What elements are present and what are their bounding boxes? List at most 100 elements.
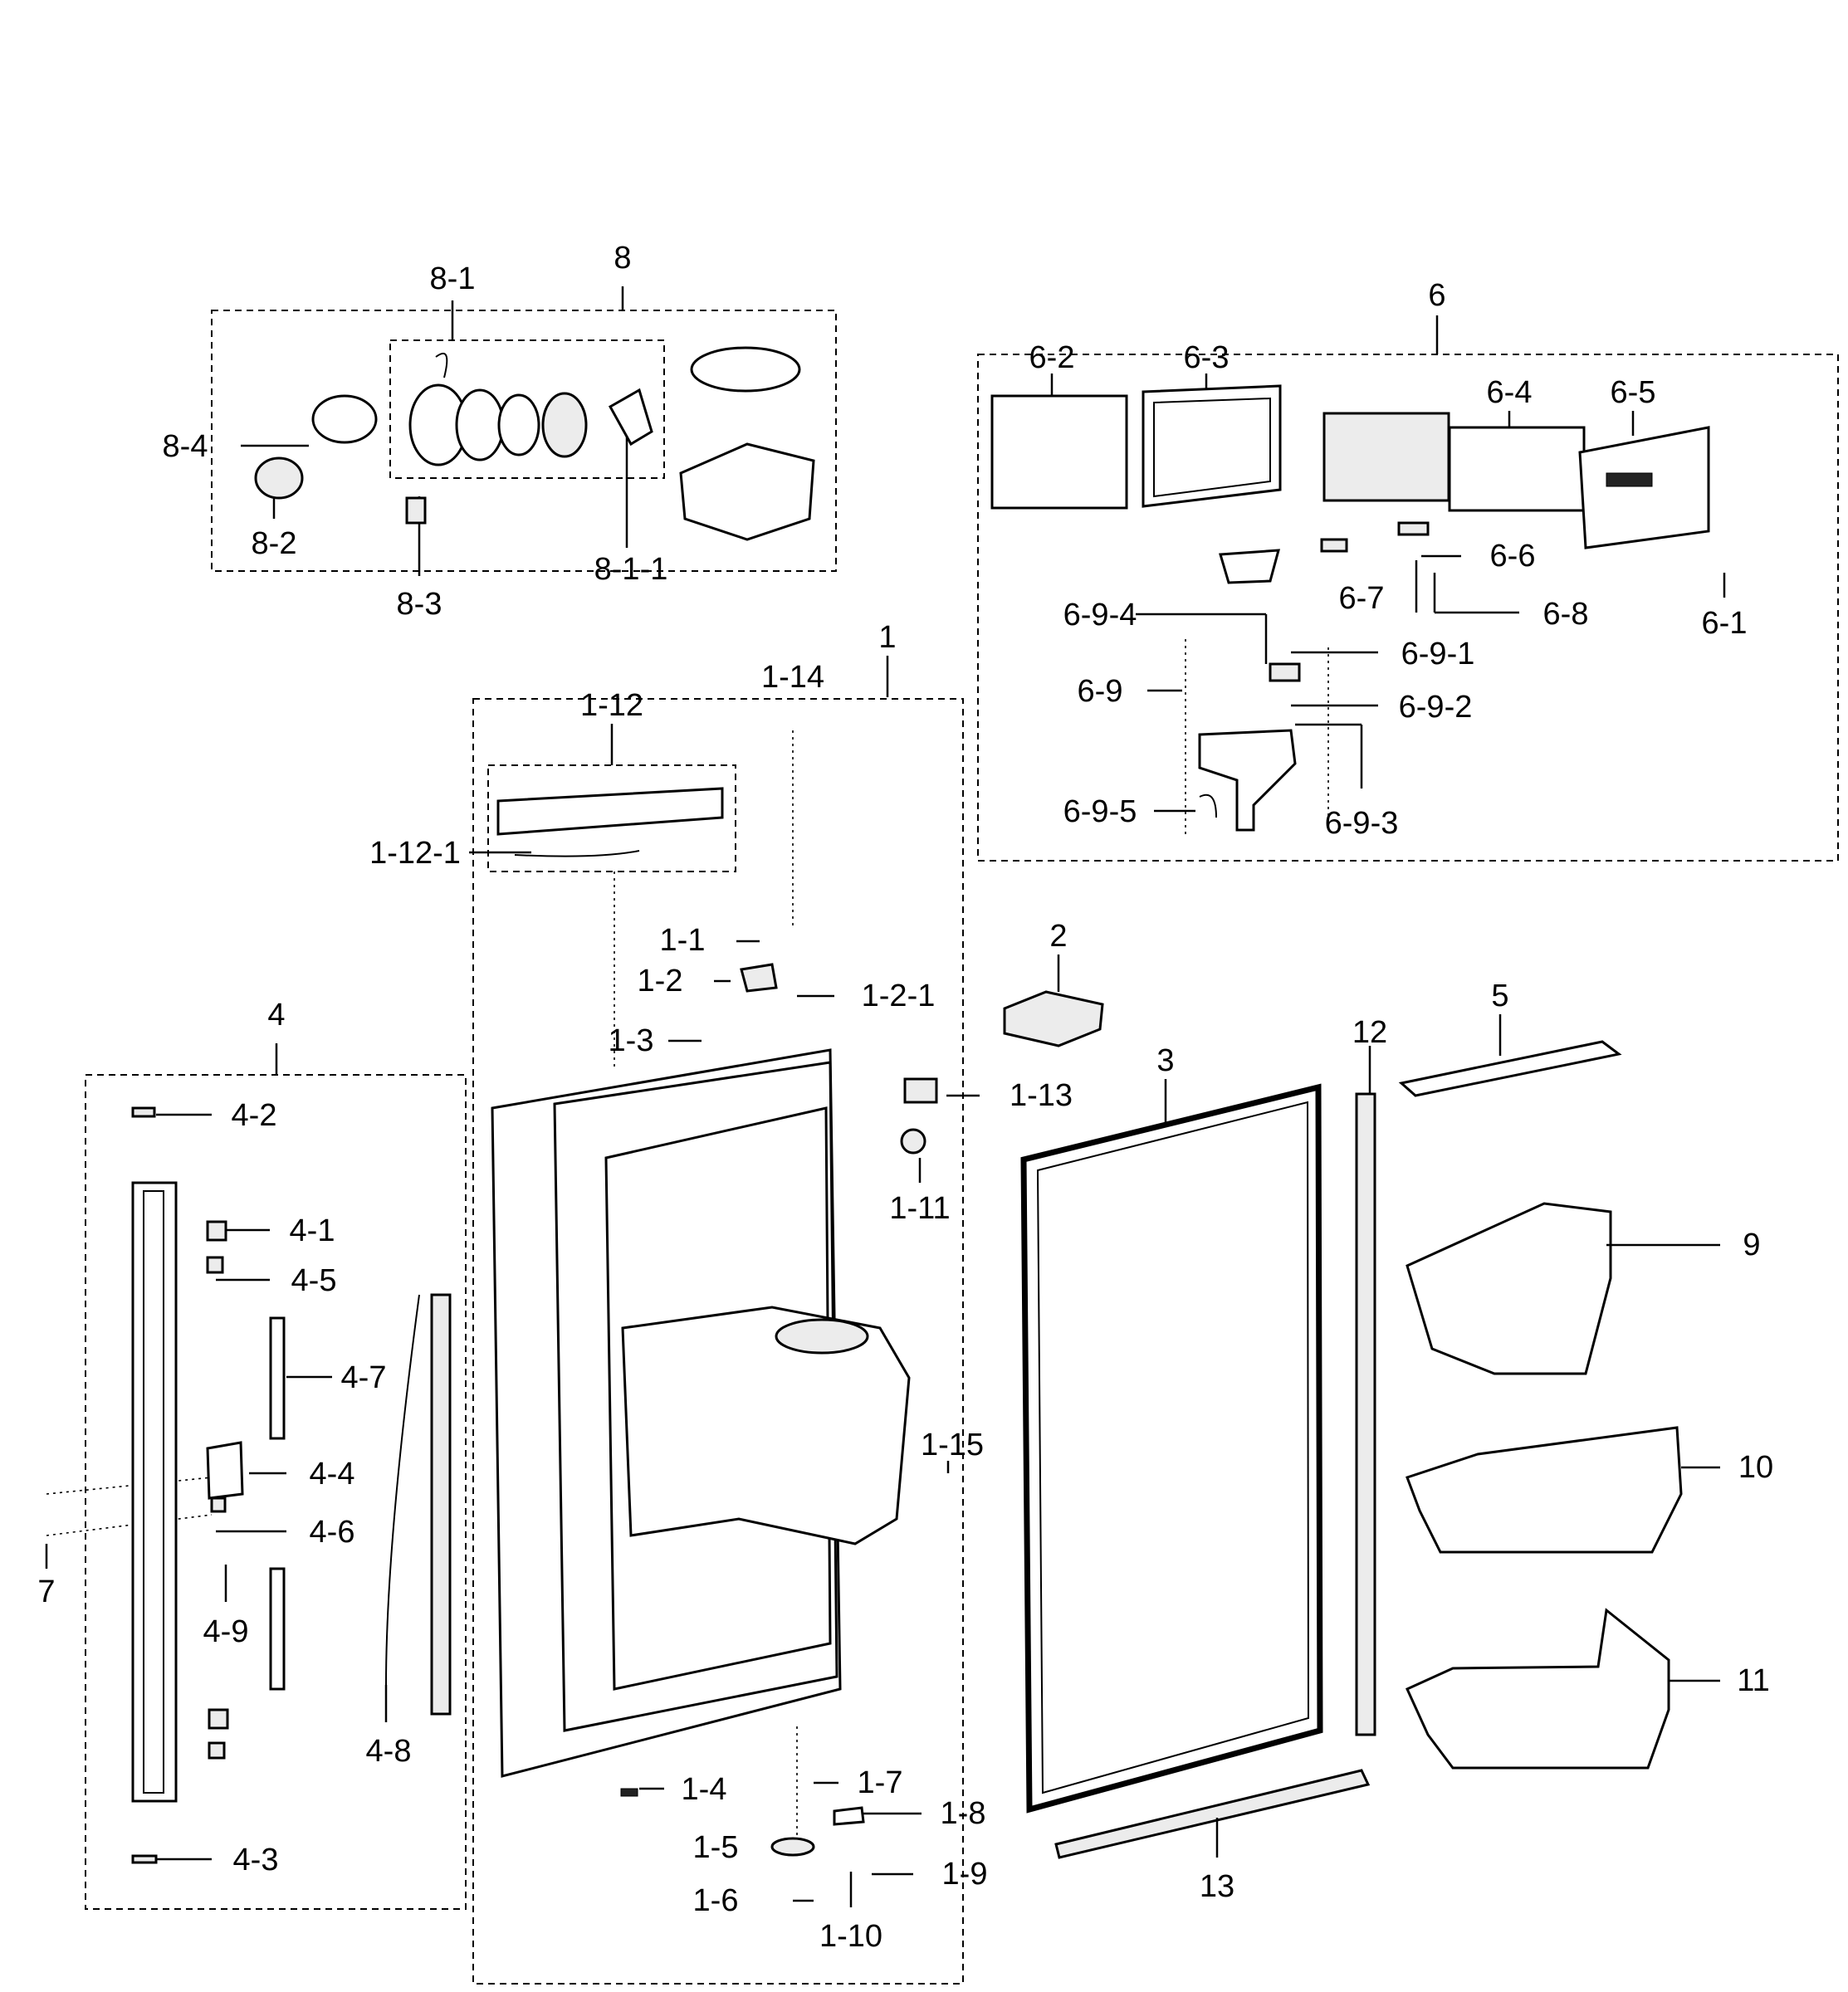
dispenser-motor-part <box>679 442 815 541</box>
vertical-strip-part <box>1355 1092 1376 1736</box>
door-bin-11-part <box>1406 1608 1670 1770</box>
group-4-door-handle: 4 4-2 4-1 4-5 4-7 4-4 4-6 4-9 7 4-8 4-3 <box>37 998 467 1910</box>
label-4-1: 4-1 <box>290 1213 335 1248</box>
bracket-part <box>210 1496 227 1513</box>
label-8-1: 8-1 <box>430 261 476 296</box>
lamp-cover-part <box>311 394 378 444</box>
label-4-2: 4-2 <box>232 1098 277 1133</box>
funnel-part <box>1219 549 1280 584</box>
panel-sheet-part <box>1448 426 1586 512</box>
label-1-1: 1-1 <box>660 923 706 958</box>
wire-harness-part <box>385 1294 420 1686</box>
hinge-part <box>740 963 778 993</box>
label-6-9-4: 6-9-4 <box>1063 598 1137 632</box>
control-board-part <box>1578 426 1710 549</box>
handle-bar-part <box>131 1181 178 1803</box>
label-8-2: 8-2 <box>252 526 297 561</box>
label-1-7: 1-7 <box>858 1765 903 1800</box>
top-cap-part <box>131 1106 156 1118</box>
label-4: 4 <box>267 998 285 1033</box>
door-lamp-part <box>900 1128 926 1155</box>
label-6: 6 <box>1428 278 1445 313</box>
label-1-12: 1-12 <box>580 688 643 723</box>
lens-part <box>455 388 505 461</box>
door-bin-9-part <box>1406 1202 1612 1375</box>
dispenser-cover-part <box>690 346 801 393</box>
lens-part <box>497 393 540 456</box>
group-8-dispenser-light: 8 8-1 8-1-1 8-2 8-3 8-4 <box>163 241 837 622</box>
shelf-cover-part <box>1398 1040 1622 1097</box>
door-top-cover-part <box>496 787 724 836</box>
label-1-10: 1-10 <box>819 1919 882 1954</box>
label-11: 11 <box>1737 1663 1769 1698</box>
label-1-15: 1-15 <box>921 1428 984 1462</box>
dispenser-lever-part <box>1198 729 1297 832</box>
label-4-7: 4-7 <box>341 1360 387 1395</box>
label-4-3: 4-3 <box>233 1843 279 1877</box>
bracket-part <box>206 1220 227 1242</box>
label-6-9-3: 6-9-3 <box>1325 806 1399 841</box>
chute-part <box>1269 662 1301 682</box>
label-6-9-2: 6-9-2 <box>1399 690 1473 725</box>
plug-part <box>620 1788 638 1797</box>
ice-chute-part <box>775 1318 869 1355</box>
display-part <box>1322 412 1450 502</box>
door-bin-10-part <box>1406 1426 1683 1554</box>
label-9: 9 <box>1743 1228 1760 1262</box>
strip-part <box>269 1316 286 1440</box>
bracket-part <box>206 1256 224 1274</box>
door-gasket-part <box>1020 1083 1323 1814</box>
bracket-part <box>1397 521 1430 536</box>
label-1-2-1: 1-2-1 <box>862 979 936 1013</box>
panel-frame-part <box>1142 384 1282 508</box>
label-1-3: 1-3 <box>609 1023 654 1058</box>
label-6-4: 6-4 <box>1487 375 1533 410</box>
strip-part <box>269 1567 286 1691</box>
hinge-cam-part <box>770 1837 815 1857</box>
label-2: 2 <box>1049 919 1067 954</box>
cap-part <box>1003 990 1104 1047</box>
label-8-1-1: 8-1-1 <box>594 552 668 587</box>
label-6-6: 6-6 <box>1490 539 1536 574</box>
label-1-4: 1-4 <box>682 1772 727 1807</box>
connector-part <box>608 388 653 447</box>
label-1-13: 1-13 <box>1010 1078 1073 1113</box>
label-8: 8 <box>614 241 631 276</box>
hinge-plate-part <box>833 1806 865 1826</box>
label-1-12-1: 1-12-1 <box>369 836 461 871</box>
label-4-6: 4-6 <box>310 1515 355 1550</box>
label-1-14: 1-14 <box>761 660 824 695</box>
label-6-9: 6-9 <box>1078 674 1123 709</box>
label-8-3: 8-3 <box>397 587 442 622</box>
label-10: 10 <box>1738 1450 1773 1485</box>
label-1-6: 1-6 <box>693 1883 739 1918</box>
label-1: 1 <box>878 620 896 655</box>
bracket-part <box>208 1708 229 1730</box>
label-1-9: 1-9 <box>942 1857 988 1892</box>
label-6-9-1: 6-9-1 <box>1401 637 1475 671</box>
group-1-door-assembly: 1 1-14 1-12 1-12-1 1-1 1-2 1-2-1 1-3 1-1… <box>369 620 1073 1985</box>
label-4-9: 4-9 <box>203 1614 249 1649</box>
label-1-8: 1-8 <box>941 1796 986 1831</box>
label-3: 3 <box>1156 1043 1174 1078</box>
housing-part <box>541 392 588 458</box>
label-12: 12 <box>1352 1015 1387 1050</box>
panel-front-part <box>990 394 1128 510</box>
label-1-5: 1-5 <box>693 1830 739 1865</box>
bottom-cap-part <box>131 1854 158 1864</box>
bottom-strip-part <box>1054 1769 1371 1859</box>
seal-strip-part <box>430 1293 452 1716</box>
group-6-dispenser-panel: 6 6-2 6-3 6-4 6-5 6-6 6-7 6-8 6-1 6-9-4 … <box>977 278 1839 862</box>
label-4-8: 4-8 <box>366 1734 412 1769</box>
label-8-4: 8-4 <box>163 429 208 464</box>
label-4-4: 4-4 <box>310 1457 355 1492</box>
label-1-2: 1-2 <box>638 964 683 998</box>
label-6-8: 6-8 <box>1543 597 1589 632</box>
label-6-7: 6-7 <box>1339 581 1385 616</box>
label-6-2: 6-2 <box>1029 340 1075 375</box>
bracket-part <box>1320 538 1348 553</box>
switch-part <box>903 1077 938 1104</box>
label-4-5: 4-5 <box>291 1263 337 1298</box>
door-accessories: 2 3 12 13 5 9 10 11 <box>1003 919 1773 1904</box>
